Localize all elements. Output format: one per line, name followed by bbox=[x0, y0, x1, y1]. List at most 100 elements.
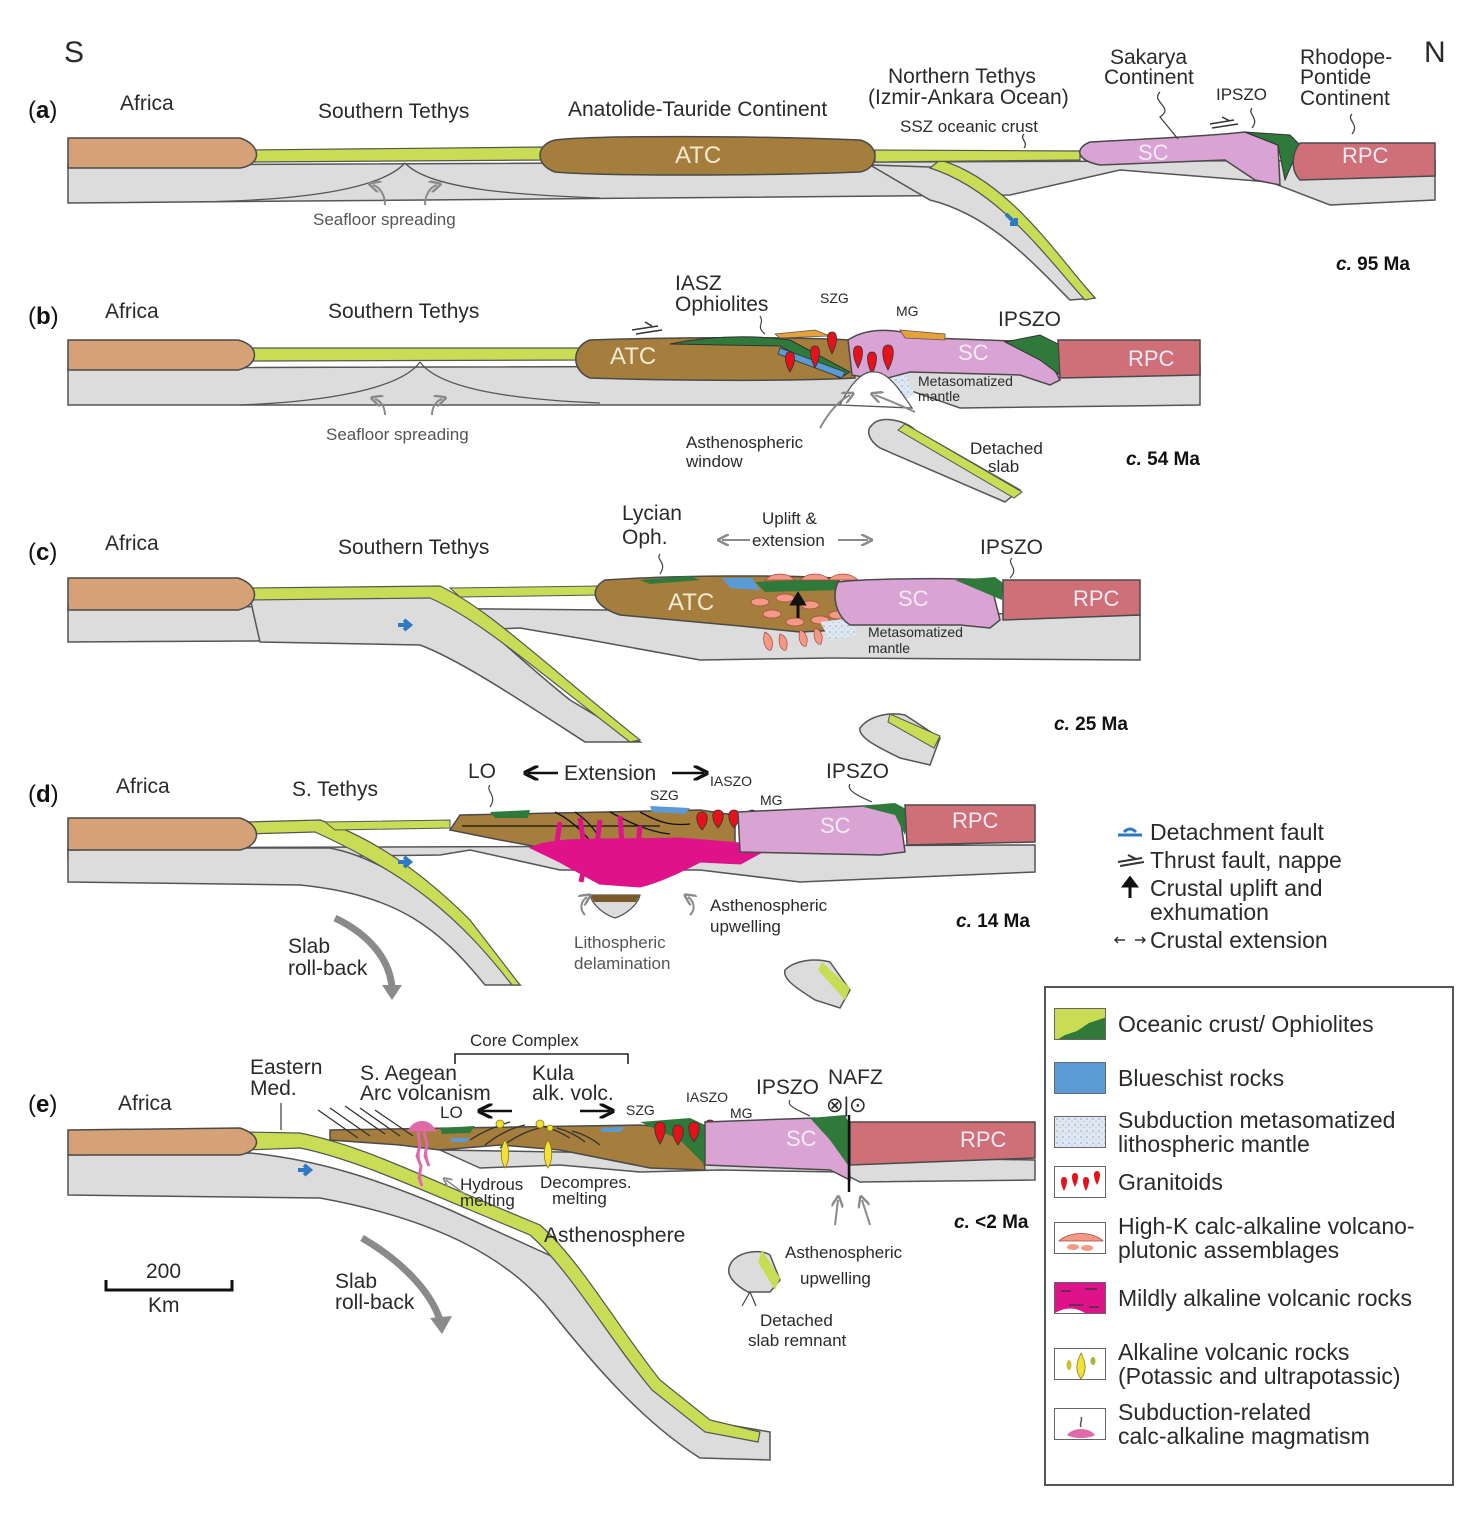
panel-a-northern-tethys-2: (Izmir-Ankara Ocean) bbox=[868, 86, 1069, 109]
panel-a-sc-label: SC bbox=[1138, 140, 1169, 165]
panel-d-label: (d) bbox=[28, 781, 59, 808]
legend-item-granitoids: Granitoids bbox=[1054, 1166, 1223, 1198]
panel-b: (b) ATC SC RPC Africa Southern Tethys IA… bbox=[28, 272, 1201, 503]
panel-b-southern-tethys-crust bbox=[249, 347, 586, 362]
panel-d-rollback-arrow-head bbox=[382, 985, 402, 1000]
panel-b-sc-label: SC bbox=[958, 340, 989, 365]
panel-a-northern-tethys-1: Northern Tethys bbox=[888, 65, 1036, 88]
detachment-fault-icon bbox=[1110, 826, 1150, 838]
panel-e-upwell-1: Asthenospheric bbox=[785, 1243, 903, 1262]
panel-d-detached-slab-crust bbox=[818, 962, 850, 1000]
panel-c-atc-label: ATC bbox=[668, 589, 714, 616]
panel-a-atc-label: ATC bbox=[675, 142, 721, 169]
extension-arrows-icon bbox=[1110, 935, 1150, 945]
panel-e-africa bbox=[67, 1127, 258, 1156]
symbol-legend-item: Detachment fault bbox=[1110, 820, 1342, 844]
panel-d-ocean-label: S. Tethys bbox=[292, 778, 378, 801]
panel-e-szg-label: SZG bbox=[626, 1102, 655, 1118]
panel-e-upwelling-arrow-right bbox=[862, 1200, 871, 1226]
panel-b-detached-1: Detached bbox=[970, 439, 1043, 458]
panel-d-slab-crust bbox=[244, 819, 522, 986]
panel-d-upwelling-arrow-right bbox=[688, 897, 694, 916]
panel-c-rpc-label: RPC bbox=[1073, 586, 1120, 611]
panel-e-africa-label: Africa bbox=[118, 1092, 172, 1115]
panel-d-africa-label: Africa bbox=[116, 775, 170, 798]
granitoids-swatch bbox=[1054, 1166, 1106, 1198]
panel-b-ocean-label: Southern Tethys bbox=[328, 300, 479, 323]
panel-e-kula-1: Kula bbox=[532, 1062, 574, 1085]
panel-e-detached-slab-remnant-crust bbox=[758, 1250, 780, 1290]
panel-b-spreading-arrow-right bbox=[431, 399, 442, 416]
legend-item-blueschist: Blueschist rocks bbox=[1054, 1062, 1284, 1094]
panel-e-blueschist bbox=[450, 1127, 625, 1142]
legend-label: High-K calc-alkaline volcano-plutonic as… bbox=[1118, 1213, 1415, 1263]
panel-a-atc bbox=[539, 135, 876, 176]
legend-item-highk: High-K calc-alkaline volcano-plutonic as… bbox=[1054, 1214, 1415, 1262]
panel-c-meta-2: mantle bbox=[868, 640, 910, 656]
oceanic-crust-swatch bbox=[1054, 1008, 1106, 1040]
panel-e-hydrous-arrow bbox=[446, 1180, 467, 1196]
scale-bar-unit: Km bbox=[148, 1294, 180, 1317]
panel-d-rpc-label: RPC bbox=[952, 808, 999, 833]
panel-e-sc-label: SC bbox=[786, 1126, 817, 1151]
panel-a-thrust-icon bbox=[1209, 116, 1239, 129]
panel-c-plate-motion-arrow-icon bbox=[398, 618, 414, 632]
panel-d-sc-label: SC bbox=[820, 813, 851, 838]
panel-a-rpc bbox=[1292, 142, 1436, 181]
panel-a-spreading-label: Seafloor spreading bbox=[313, 210, 456, 229]
panel-d-ipszo-label: IPSZO bbox=[826, 760, 889, 783]
panel-e-aegean-2: Arc volcanism bbox=[360, 1082, 491, 1105]
panel-c-label: (c) bbox=[28, 539, 57, 566]
panel-d-upwell-1: Asthenospheric bbox=[710, 896, 828, 915]
panel-c-uplift-arrow-icon bbox=[789, 591, 807, 618]
panel-b-label: (b) bbox=[28, 303, 59, 330]
panel-a: (a) ATC SC RPC Africa Southern Tethys An… bbox=[28, 46, 1436, 301]
panel-d-plate-motion-arrow-icon bbox=[398, 855, 414, 869]
mildly-alkaline-swatch bbox=[1054, 1282, 1106, 1314]
panel-c-upper-crust bbox=[448, 585, 601, 598]
symbol-legend-item: Crustal extension bbox=[1110, 928, 1342, 952]
panel-b-upwelling-arrow-right bbox=[875, 395, 916, 413]
subduction-magmatism-swatch bbox=[1054, 1408, 1106, 1440]
panel-d-lo-label: LO bbox=[468, 760, 496, 783]
panel-d-lo-ophiolite bbox=[490, 810, 530, 818]
panel-e-nafz-label: NAFZ bbox=[828, 1066, 883, 1089]
panel-c-age: c. 25 Ma bbox=[1054, 714, 1128, 735]
scale-bar-line bbox=[104, 1280, 234, 1292]
panel-a-ipszo-label: IPSZO bbox=[1216, 85, 1267, 104]
panel-b-africa-label: Africa bbox=[105, 300, 159, 323]
panel-a-sakarya-1: Sakarya bbox=[1110, 46, 1187, 69]
panel-b-detached-slab-crust bbox=[897, 423, 1023, 499]
panel-d-age: c. 14 Ma bbox=[956, 911, 1030, 932]
panel-e-core-complex: Core Complex bbox=[470, 1031, 579, 1050]
panel-d-lo-leader bbox=[488, 784, 494, 808]
panel-e-eastern-2: Med. bbox=[250, 1077, 297, 1100]
panel-b-meta-1: Metasomatized bbox=[918, 373, 1013, 389]
panel-d-blueschist bbox=[650, 806, 690, 814]
panel-d-upwell-2: upwelling bbox=[710, 917, 781, 936]
panel-e-plate-motion-arrow-icon bbox=[298, 1163, 314, 1177]
panel-a-africa-label: Africa bbox=[120, 92, 174, 115]
panel-c-meta-1: Metasomatized bbox=[868, 624, 963, 640]
panel-c-lycian-leader bbox=[658, 553, 664, 575]
panel-e-rpc bbox=[849, 1121, 1036, 1166]
panel-d-delam-1: Lithospheric bbox=[574, 933, 666, 952]
panel-d: (d) SC RPC Africa bbox=[28, 760, 1036, 1009]
symbol-legend-label: Detachment fault bbox=[1150, 819, 1324, 845]
panel-b-detached-2: slab bbox=[988, 457, 1019, 476]
panel-d-rollback-2: roll-back bbox=[288, 957, 368, 980]
panel-d-delam-2: delamination bbox=[574, 954, 670, 973]
panel-c-uplift-1: Uplift & bbox=[762, 509, 817, 528]
legend-item-alkaline: Alkaline volcanic rocks(Potassic and ult… bbox=[1054, 1340, 1401, 1388]
panel-e-green-band bbox=[440, 1126, 475, 1134]
panel-d-delaminated-crust bbox=[590, 895, 640, 902]
panel-e-upwelling-arrow-left bbox=[835, 1200, 838, 1226]
panel-a-subduction-arrow-icon bbox=[1004, 212, 1018, 226]
panel-e-decomp-1: Decompres. bbox=[540, 1173, 632, 1192]
panel-c-ipszo-label: IPSZO bbox=[980, 536, 1043, 559]
panel-e-remnant-1: Detached bbox=[760, 1311, 833, 1330]
panel-e-ipszo-ophiolite bbox=[810, 1115, 850, 1168]
panel-d-iaszo-label: IASZO bbox=[710, 773, 752, 789]
